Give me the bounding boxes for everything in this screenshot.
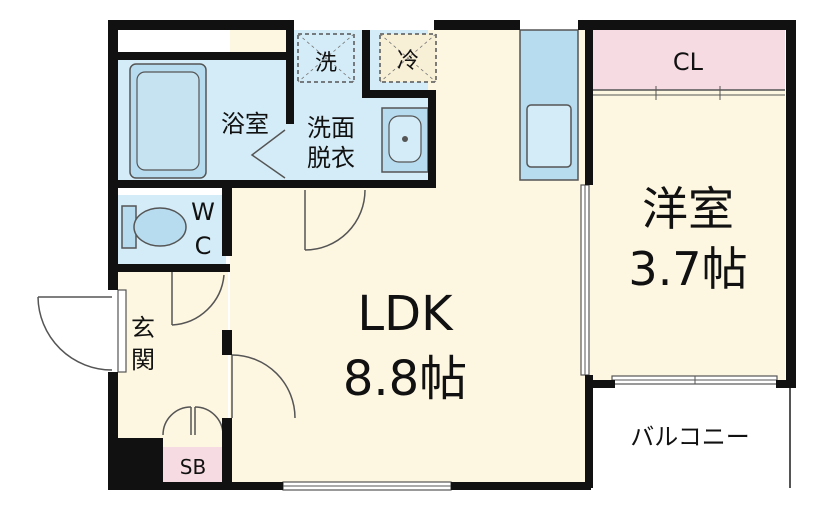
western-sliding-door <box>580 184 590 376</box>
closet-label: CL <box>673 48 704 76</box>
western-room-size-label: 3.7帖 <box>628 242 747 296</box>
front-door-swing <box>37 296 113 371</box>
washroom-door-swing <box>304 189 366 251</box>
fridge-icon <box>379 33 437 83</box>
washroom-label-line2: 脱衣 <box>307 144 355 172</box>
bath-door-icon <box>250 129 286 179</box>
ldk-door-swing <box>231 354 296 419</box>
fridge-label: 冷 <box>397 49 419 74</box>
walls <box>108 20 796 490</box>
toilet-icon <box>121 205 187 249</box>
ldk-label: LDK <box>357 286 454 342</box>
washer-icon <box>297 33 355 83</box>
entrance-label-line1: 玄 <box>131 314 155 342</box>
balcony-area <box>592 385 788 485</box>
western-room-floor <box>590 90 785 380</box>
shoe-box-area <box>163 447 223 485</box>
shoe-box-label: SB <box>180 455 206 479</box>
kitchen-sink-icon <box>526 104 572 168</box>
washer-label: 洗 <box>315 51 337 76</box>
ldk-size-label: 8.8帖 <box>343 351 467 407</box>
closet-area <box>590 30 785 90</box>
western-room-label: 洋室 <box>642 182 734 236</box>
balcony-window <box>611 375 778 385</box>
closet-doors <box>592 86 785 100</box>
washroom-label-line1: 洗面 <box>307 114 355 142</box>
entrance-step <box>117 289 127 373</box>
balcony-label: バルコニー <box>630 423 750 451</box>
entrance-label-line2: 関 <box>131 346 155 374</box>
wc-door-swing <box>171 274 225 326</box>
bath-label: 浴室 <box>221 110 269 138</box>
wc-label-c: C <box>195 232 212 260</box>
window-bottom <box>282 481 452 491</box>
wc-label-w: W <box>191 198 215 226</box>
